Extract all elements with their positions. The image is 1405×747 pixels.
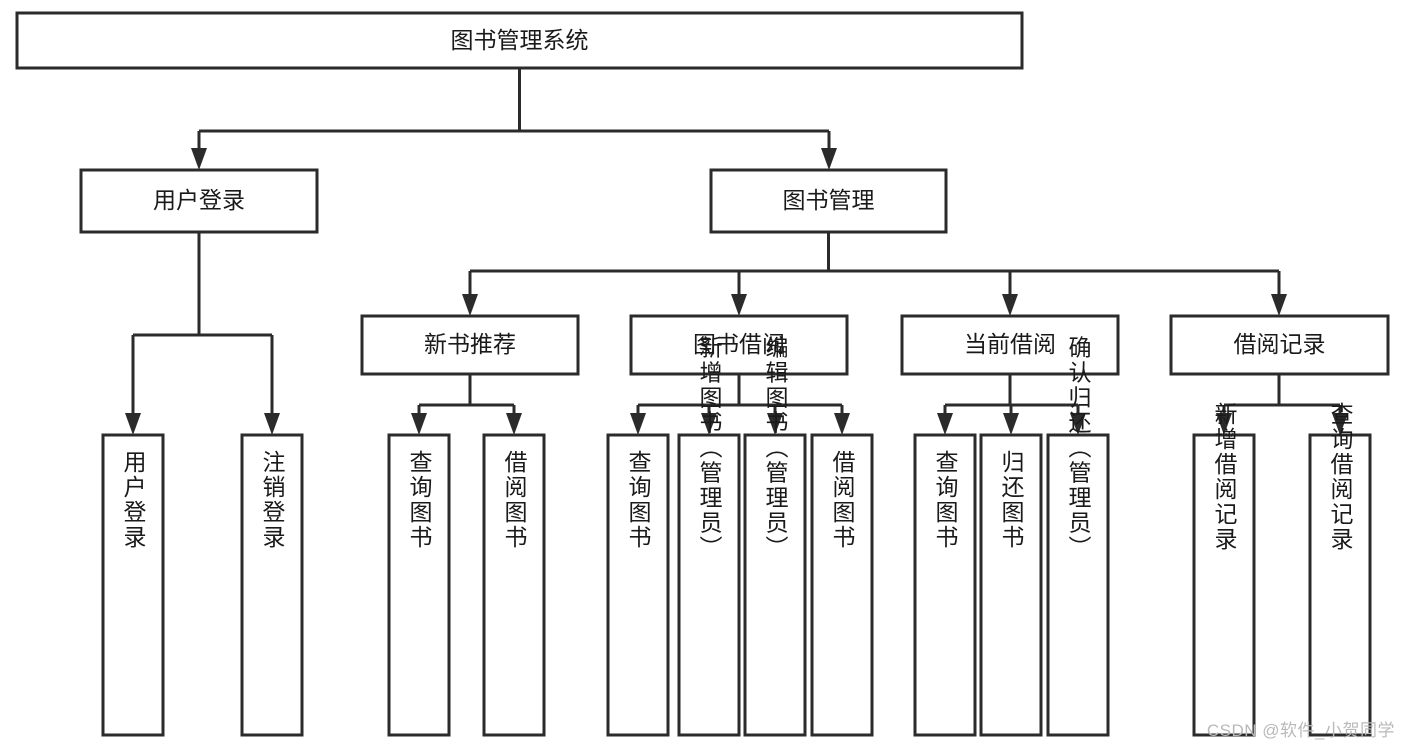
arrow-head-icon [506,413,522,435]
leaf-query-book-newbook-label: 查询图书 [406,450,433,550]
arrow-head-icon [1070,413,1086,435]
leaf-query-book-borrow-box[interactable] [606,433,670,737]
leaf-user-login-box[interactable] [101,433,165,737]
arrow-head-icon [1002,294,1018,316]
leaf-add-borrow-record[interactable]: 新增借阅记录 [1192,402,1256,737]
node-root-box[interactable] [15,11,1024,70]
leaf-query-borrow-record-label: 查询借阅记录 [1327,402,1354,552]
leaf-query-book-borrow[interactable]: 查询图书 [606,433,670,737]
leaf-borrow-book-borrow-label: 借阅图书 [829,450,856,550]
node-user-login-box[interactable] [79,168,319,234]
leaf-return-book[interactable]: 归还图书 [979,433,1043,737]
leaf-return-book-box[interactable] [979,433,1043,737]
leaf-borrow-book-borrow-box[interactable] [810,433,874,737]
node-book-management-label: 图书管理 [783,187,875,213]
leaf-query-borrow-record[interactable]: 查询借阅记录 [1308,402,1372,737]
node-book-management-box[interactable] [709,168,948,234]
connector-borrow-to-leaves [630,374,850,435]
leaf-query-book-current[interactable]: 查询图书 [913,433,977,737]
arrow-head-icon [1216,413,1232,435]
arrow-head-icon [1332,413,1348,435]
arrow-head-icon [701,413,717,435]
leaf-logout-label: 注销登录 [259,450,286,550]
leaf-add-borrow-record-box[interactable] [1192,433,1256,737]
leaf-query-book-newbook[interactable]: 查询图书 [387,433,451,737]
node-new-book-recommend-box[interactable] [360,314,580,376]
leaf-user-login-label: 用户登录 [120,450,147,550]
leaf-logout-box[interactable] [240,433,304,737]
leaf-borrow-book-newbook-label: 借阅图书 [501,450,528,550]
leaf-user-login[interactable]: 用户登录 [101,433,165,737]
leaf-add-book-admin[interactable]: 新增图书（管理员） [677,336,741,737]
leaf-logout[interactable]: 注销登录 [240,433,304,737]
node-borrow-record-label: 借阅记录 [1234,331,1326,357]
node-current-borrow-box[interactable] [900,314,1120,376]
node-current-borrow[interactable]: 当前借阅 [900,314,1120,376]
arrow-head-icon [1003,413,1019,435]
arrow-head-icon [1271,294,1287,316]
node-current-borrow-label: 当前借阅 [964,331,1056,357]
leaf-query-book-newbook-box[interactable] [387,433,451,737]
arrow-head-icon [630,413,646,435]
connector-userlogin-to-leaves [125,232,280,435]
leaf-add-book-admin-box[interactable] [677,433,741,737]
leaf-borrow-book-borrow[interactable]: 借阅图书 [810,433,874,737]
leaf-borrow-book-newbook-box[interactable] [482,433,546,737]
arrow-head-icon [125,413,141,435]
leaf-edit-book-admin-label: 编辑图书（管理员） [762,336,789,561]
connector-record-to-leaves [1216,374,1348,435]
leaf-query-book-borrow-label: 查询图书 [625,450,652,550]
arrow-head-icon [821,148,837,170]
leaf-confirm-return-admin[interactable]: 确认归还（管理员） [1046,336,1110,737]
leaf-return-book-label: 归还图书 [998,450,1025,550]
connector-bookmgmt-to-level3 [462,232,1287,316]
leaf-query-borrow-record-box[interactable] [1308,433,1372,737]
node-book-borrow-label: 图书借阅 [693,331,785,357]
node-book-borrow-box[interactable] [629,314,849,376]
node-new-book-recommend-label: 新书推荐 [424,331,516,357]
arrow-head-icon [767,413,783,435]
node-user-login[interactable]: 用户登录 [79,168,319,234]
arrow-head-icon [411,413,427,435]
connector-current-to-leaves [937,374,1086,435]
arrow-head-icon [462,294,478,316]
connector-root-to-level2 [191,68,837,170]
leaf-confirm-return-admin-label: 确认归还（管理员） [1065,336,1092,561]
arrow-head-icon [191,148,207,170]
arrow-head-icon [937,413,953,435]
leaf-edit-book-admin[interactable]: 编辑图书（管理员） [743,336,807,737]
leaf-add-book-admin-label: 新增图书（管理员） [696,336,723,561]
node-borrow-record[interactable]: 借阅记录 [1169,314,1390,376]
leaf-query-book-current-label: 查询图书 [932,450,959,550]
leaf-confirm-return-admin-box[interactable] [1046,433,1110,737]
node-root[interactable]: 图书管理系统 [15,11,1024,70]
leaf-edit-book-admin-box[interactable] [743,433,807,737]
leaf-add-borrow-record-label: 新增借阅记录 [1211,402,1238,552]
arrow-head-icon [264,413,280,435]
arrow-head-icon [731,294,747,316]
node-root-label: 图书管理系统 [451,27,589,53]
connector-newbook-to-leaves [411,374,522,435]
leaf-borrow-book-newbook[interactable]: 借阅图书 [482,433,546,737]
node-book-borrow[interactable]: 图书借阅 [629,314,849,376]
node-book-management[interactable]: 图书管理 [709,168,948,234]
arrow-head-icon [834,413,850,435]
node-borrow-record-box[interactable] [1169,314,1390,376]
leaf-query-book-current-box[interactable] [913,433,977,737]
node-new-book-recommend[interactable]: 新书推荐 [360,314,580,376]
node-user-login-label: 用户登录 [153,187,245,213]
